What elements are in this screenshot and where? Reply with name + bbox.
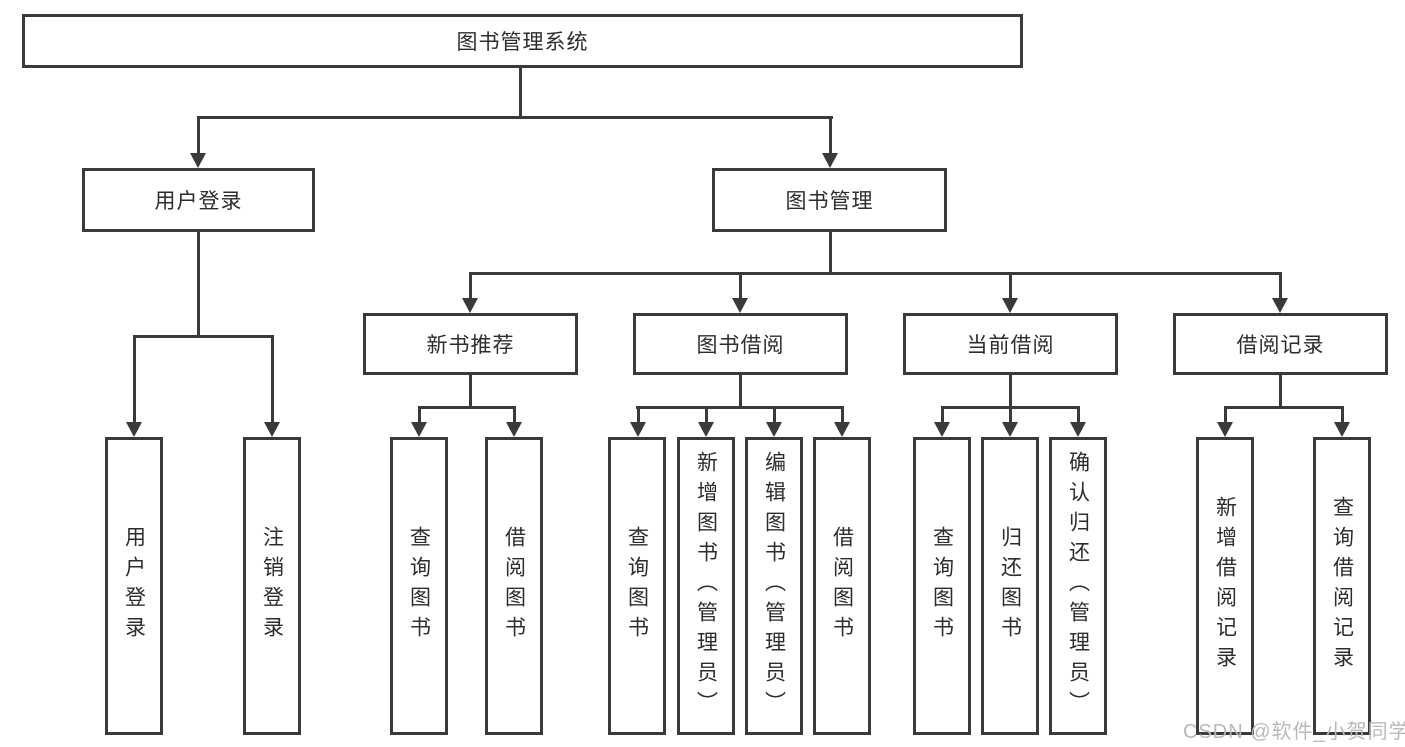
arrowhead-down-icon <box>698 422 714 437</box>
connector-user-login-down <box>197 232 200 337</box>
arrowhead-down-icon <box>834 422 850 437</box>
node-borrow-records: 借阅记录 <box>1173 313 1388 375</box>
connector-leaf-drop <box>637 406 640 424</box>
connector-user-login-horizontal <box>133 335 274 338</box>
connector-current-borrow-down <box>1009 375 1012 408</box>
connector-to-leaf-user-login <box>133 335 136 424</box>
arrowhead-down-icon <box>1002 298 1018 313</box>
arrowhead-down-icon <box>732 298 748 313</box>
connector-root-down <box>519 68 522 118</box>
arrowhead-down-icon <box>264 422 280 437</box>
watermark: CSDN @软件_小贺同学 <box>1183 721 1405 743</box>
connector-leaf-drop <box>941 406 944 424</box>
leaf-logout: 注销登录 <box>243 437 301 735</box>
connector-book-management-down <box>829 232 832 274</box>
node-current-borrow: 当前借阅 <box>903 313 1118 375</box>
leaf-current-query-books: 查询图书 <box>913 437 971 735</box>
arrowhead-down-icon <box>766 422 782 437</box>
leaf-recommend-query-books: 查询图书 <box>390 437 448 735</box>
node-book-borrow: 图书借阅 <box>633 313 848 375</box>
arrowhead-down-icon <box>1070 422 1086 437</box>
connector-leaf-drop <box>1077 406 1080 424</box>
arrowhead-down-icon <box>822 153 838 168</box>
connector-leaf-drop <box>705 406 708 424</box>
node-user-login: 用户登录 <box>82 168 315 232</box>
leaf-borrow-books: 借阅图书 <box>813 437 871 735</box>
connector-leaf-drop <box>513 406 516 424</box>
connector-to-book-management <box>829 116 832 155</box>
connector-borrow-horizontal <box>636 406 844 409</box>
connector-level2-horizontal <box>197 116 833 119</box>
arrowhead-down-icon <box>934 422 950 437</box>
arrowhead-down-icon <box>411 422 427 437</box>
node-library-system-root: 图书管理系统 <box>22 14 1023 68</box>
leaf-borrow-query-books: 查询图书 <box>608 437 666 735</box>
leaf-user-login: 用户登录 <box>105 437 163 735</box>
connector-leaf-drop <box>1224 406 1227 424</box>
arrowhead-down-icon <box>462 298 478 313</box>
connector-to-current-borrow <box>1009 272 1012 300</box>
arrowhead-down-icon <box>630 422 646 437</box>
connector-to-new-book-recommend <box>469 272 472 300</box>
connector-leaf-drop <box>773 406 776 424</box>
connector-leaf-drop <box>418 406 421 424</box>
arrowhead-down-icon <box>1334 422 1350 437</box>
connector-book-borrow-down <box>739 375 742 408</box>
connector-to-user-login <box>197 116 200 155</box>
connector-records-horizontal <box>1224 406 1344 409</box>
arrowhead-down-icon <box>190 153 206 168</box>
leaf-add-borrow-record: 新增借阅记录 <box>1196 437 1254 735</box>
arrowhead-down-icon <box>126 422 142 437</box>
connector-to-borrow-records <box>1279 272 1282 300</box>
leaf-query-borrow-record: 查询借阅记录 <box>1313 437 1371 735</box>
leaf-recommend-borrow-books: 借阅图书 <box>485 437 543 735</box>
arrowhead-down-icon <box>1272 298 1288 313</box>
connector-level3-horizontal <box>469 272 1282 275</box>
connector-borrow-records-down <box>1279 375 1282 408</box>
leaf-edit-book-admin: 编辑图书（管理员） <box>745 437 803 735</box>
leaf-confirm-return-admin: 确认归还（管理员） <box>1049 437 1107 735</box>
connector-new-book-recommend-down <box>469 375 472 408</box>
connector-leaf-drop <box>1009 406 1012 424</box>
arrowhead-down-icon <box>506 422 522 437</box>
arrowhead-down-icon <box>1002 422 1018 437</box>
leaf-add-book-admin: 新增图书（管理员） <box>677 437 735 735</box>
connector-to-book-borrow <box>739 272 742 300</box>
connector-leaf-drop <box>1341 406 1344 424</box>
connector-to-leaf-logout <box>271 335 274 424</box>
node-book-management: 图书管理 <box>712 168 947 232</box>
connector-recommend-horizontal <box>418 406 516 409</box>
connector-leaf-drop <box>841 406 844 424</box>
arrowhead-down-icon <box>1217 422 1233 437</box>
node-new-book-recommend: 新书推荐 <box>363 313 578 375</box>
leaf-return-book: 归还图书 <box>981 437 1039 735</box>
